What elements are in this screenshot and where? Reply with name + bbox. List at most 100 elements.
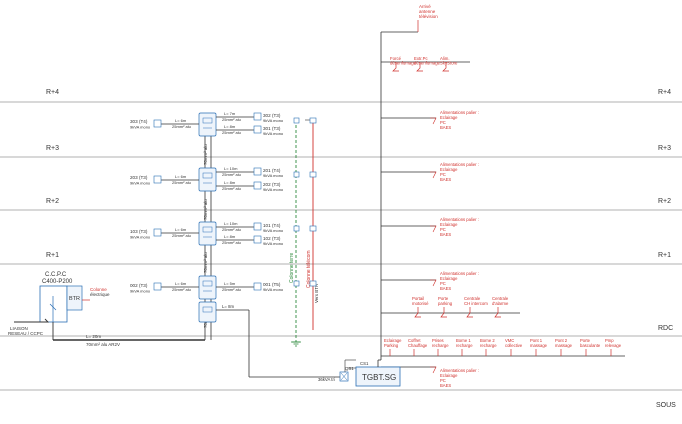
cable-201-len: L= 10m — [224, 166, 238, 171]
top-feeder-line2: antenne — [419, 9, 436, 14]
basement-circuit-10-l2: relevage — [605, 343, 622, 348]
floor-label-r2-right: R+2 — [658, 198, 671, 205]
common-feed-r1-l1: Alimentations palier : — [440, 217, 479, 222]
apt-302-name: 302 (T3) — [263, 113, 281, 118]
common-feed-rdc-l4: BAES — [440, 286, 451, 291]
apt-002-power: 9kVA mono — [130, 289, 151, 294]
qs1-label: QS1 — [345, 366, 354, 371]
common-feed-r2-l3: PC — [440, 172, 446, 177]
common-feed-rdc-l2: Eclairage — [440, 276, 458, 281]
basement-circuit-1-l1: Eclairage — [384, 338, 402, 343]
common-feed-r2: Alimentations palier : Eclairage PC BAES — [430, 162, 479, 182]
apartment-labels-r2: 203 (T3) 9kVA mono L= 6m 25mm² alu L= 10… — [130, 166, 284, 192]
floor-label-r3-left: R+3 — [46, 145, 59, 152]
top-feeder: Arrivé antenne télévision — [417, 4, 438, 32]
apt-301-name: 301 (T3) — [263, 126, 281, 131]
apt-201-power: 9kVA mono — [263, 173, 284, 178]
breaker-arrow-icon — [416, 62, 423, 72]
cable-303-len: L= 6m — [175, 118, 187, 123]
main-bus — [380, 31, 625, 368]
cable-103-sec: 25mm² alu — [172, 233, 191, 238]
supply-arrow-icon — [14, 318, 50, 323]
basement-circuit-6-l2: collective — [505, 343, 523, 348]
rdc-circuits: Portail motorisé Porte parking Centrale … — [412, 296, 509, 318]
ccpc-rating: C400-P200 — [42, 279, 73, 285]
rdc-circuit-3-l2: CH intercom — [464, 301, 488, 306]
floor-labels-right: R+4 R+3 R+2 R+1 RDC SOUS — [656, 89, 676, 409]
rdc-circuit-1: Portail motorisé — [412, 296, 429, 318]
rdc-circuit-3: Centrale CH intercom — [464, 296, 488, 318]
rdc-circuit-4: Centrale d'alarme — [492, 296, 509, 318]
floor-label-r2-left: R+2 — [46, 198, 59, 205]
apt-303-power: 9kVA mono — [130, 125, 151, 130]
roof-circuit-3-line2: SkyStore — [440, 61, 458, 66]
earth-column: Colonne terre — [289, 120, 301, 347]
apt-101-name: 101 (T4) — [263, 223, 281, 228]
breaker-arrow-icon — [430, 279, 437, 287]
common-feed-sous-l4: BAES — [440, 383, 451, 388]
cable-001-len: L= 5m — [224, 281, 236, 286]
floor-labels-left: R+4 R+3 R+2 R+1 — [46, 89, 59, 259]
riser-box-details — [202, 117, 213, 313]
common-feed-sous-l1: Alimentations palier : — [440, 368, 479, 373]
apt-103-name: 103 (T3) — [130, 229, 148, 234]
earth-column-label: Colonne terre — [289, 252, 295, 283]
breaker-arrow-icon — [494, 307, 501, 318]
cable-202-sec: 25mm² alu — [222, 186, 241, 191]
floor-label-rdc-right: RDC — [658, 325, 673, 332]
cs1-label: CS1 — [360, 361, 369, 366]
common-feed-rdc: Alimentations palier : Eclairage PC BAES — [430, 271, 479, 291]
cable-301-sec: 25mm² alu — [222, 130, 241, 135]
distribution-box-r3 — [198, 112, 217, 137]
distribution-box-r1 — [198, 221, 217, 246]
common-feed-sous-l2: Eclairage — [440, 373, 458, 378]
breaker-arrow-icon — [414, 307, 421, 318]
riser-to-tgbt: L= 8m — [216, 304, 340, 378]
common-feed-r3-l4: BAES — [440, 125, 451, 130]
breaker-arrow-icon — [430, 117, 437, 125]
basement-circuit-8-l1: Pont 2 — [555, 338, 568, 343]
basement-circuit-5-l1: Borne 2 — [480, 338, 495, 343]
tgbt-section: QS1 36kVA tri TGBT.SG CS1 — [318, 359, 401, 387]
supply-cable-len: L= 20m — [86, 334, 101, 339]
riser-to-tgbt-len: L= 8m — [222, 304, 234, 309]
common-feed-rdc-l1: Alimentations palier : — [440, 271, 479, 276]
supply-section: C.C.P.C C400-P200 BTR Colonne électrique… — [8, 272, 205, 347]
btr-note-2: électrique — [90, 292, 110, 297]
basement-circuit-4-l2: recharge — [456, 343, 473, 348]
apt-203-power: 9kVA mono — [130, 181, 151, 186]
cable-203-len: L= 6m — [175, 174, 187, 179]
basement-circuit-7-l1: Pont 1 — [530, 338, 543, 343]
roof-circuit-2-line1: Extr.Pc — [414, 56, 428, 61]
apt-203-name: 203 (T3) — [130, 175, 148, 180]
roof-circuits: Forcé désenfumage Extr.Pc désenfumage Al… — [390, 56, 458, 72]
top-feeder-line1: Arrivé — [419, 4, 431, 9]
basement-circuit-10-l1: Pmp — [605, 338, 614, 343]
btr-label: BTR — [69, 296, 80, 302]
cable-101-len: L= 10m — [224, 221, 238, 226]
floor-label-r4-left: R+4 — [46, 89, 59, 96]
common-feed-r1: Alimentations palier : Eclairage PC BAES — [430, 217, 479, 237]
common-feed-r1-l4: BAES — [440, 232, 451, 237]
rdc-circuit-3-l1: Centrale — [464, 296, 481, 301]
basement-circuit-5-l2: recharge — [480, 343, 497, 348]
basement-circuit-2-l1: Coffret — [408, 338, 421, 343]
roof-circuit-2-line2: désenfumage — [414, 61, 441, 66]
common-feed-r2-l2: Eclairage — [440, 167, 458, 172]
apt-102-name: 102 (T3) — [263, 236, 281, 241]
tgbt-label: TGBT.SG — [362, 373, 396, 382]
btr-note-1: Colonne — [90, 287, 107, 292]
floor-label-r3-right: R+3 — [658, 145, 671, 152]
cable-302-sec: 25mm² alu — [222, 117, 241, 122]
common-feed-rdc-l3: PC — [440, 281, 446, 286]
basement-circuit-1-l2: Parking — [384, 343, 399, 348]
cable-101-sec: 25mm² alu — [222, 227, 241, 232]
breaker-arrow-icon — [440, 307, 447, 318]
rdc-circuit-1-l1: Portail — [412, 296, 424, 301]
